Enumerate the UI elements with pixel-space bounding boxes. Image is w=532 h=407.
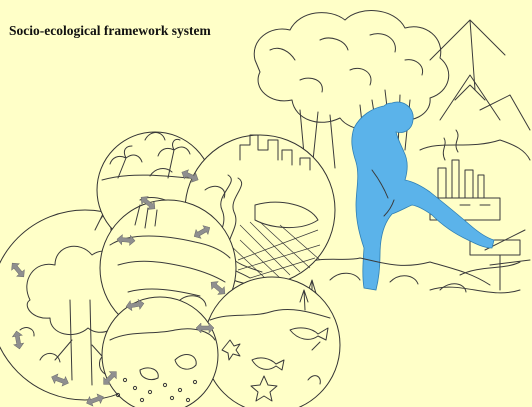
ground-shrubs — [300, 258, 490, 305]
soil-ecosystem-circle — [102, 297, 218, 407]
marine-ecosystem-circle — [204, 277, 340, 407]
